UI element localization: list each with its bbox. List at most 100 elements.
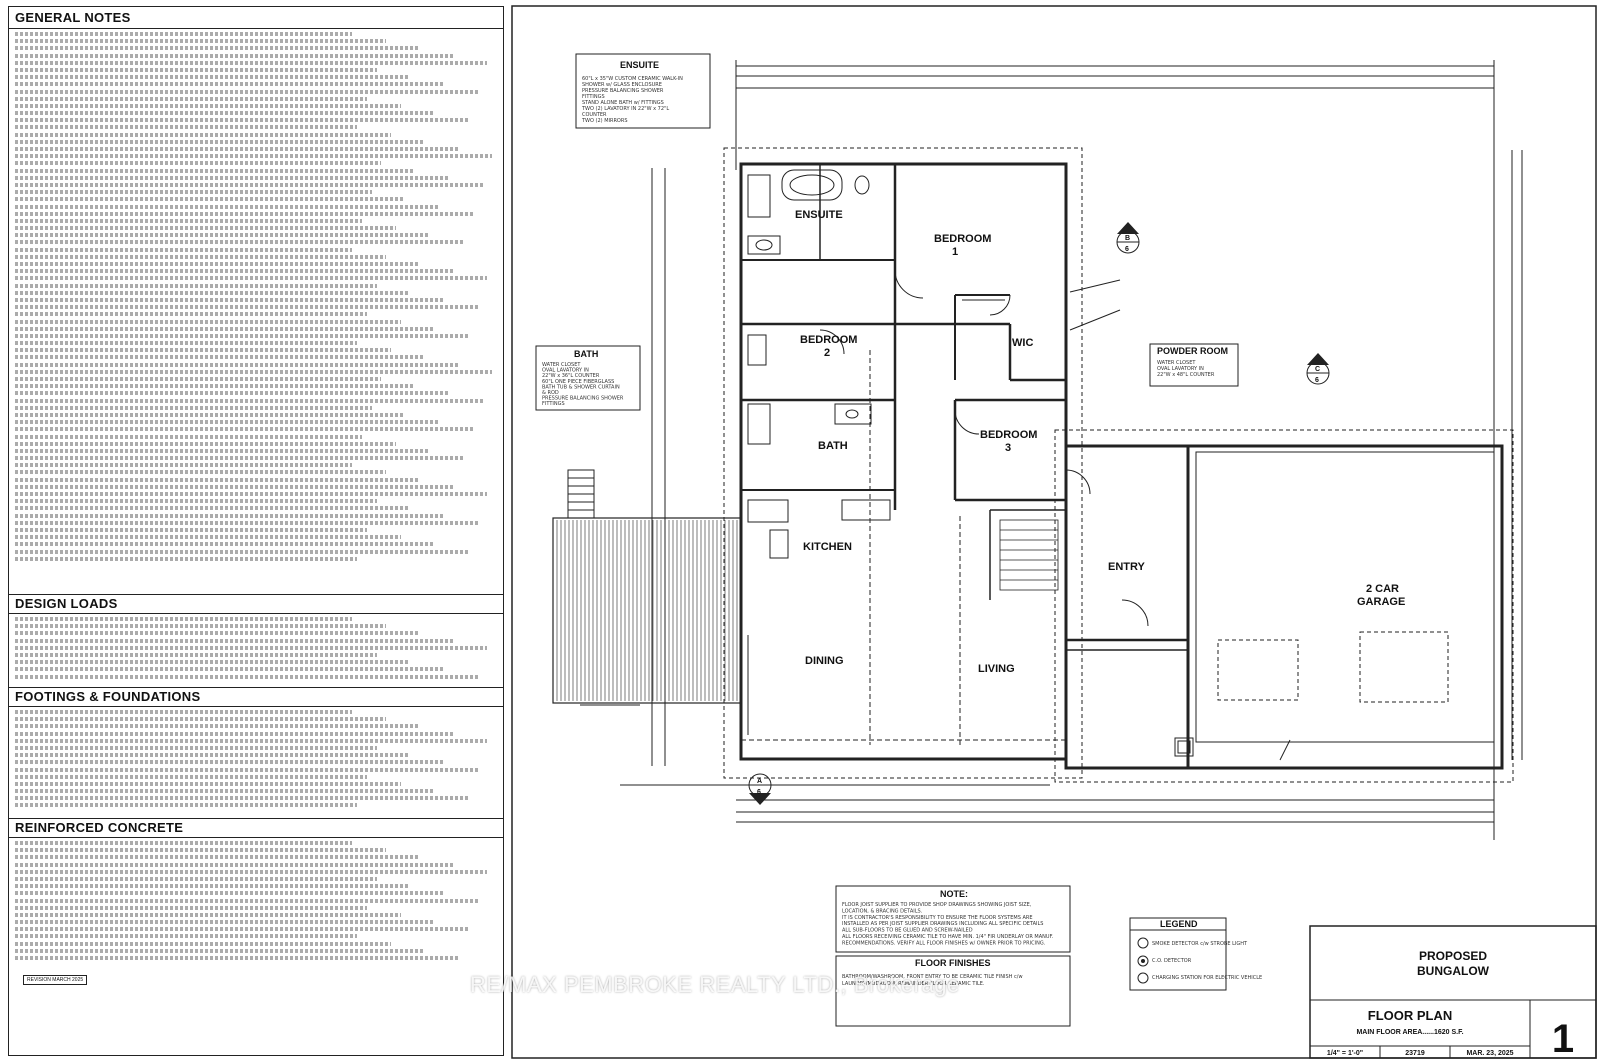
note-row: [15, 276, 488, 281]
design-loads-text: [15, 617, 497, 682]
note-row: [15, 118, 469, 123]
divider: [9, 687, 503, 688]
note-row: [15, 182, 483, 187]
footings-text: [15, 710, 497, 815]
floor-finishes-title: FLOOR FINISHES: [915, 958, 991, 968]
section-c-letter: C: [1315, 366, 1320, 373]
note-row: [15, 645, 488, 650]
ensuite-callout-line: TWO (2) MIRRORS: [581, 118, 628, 124]
note-row: [15, 333, 469, 338]
sheet-number: 1: [1552, 1017, 1574, 1061]
divider: [9, 28, 503, 29]
note-row: [15, 434, 363, 439]
floor-finishes-line: BATHROOM/WASHROOM, FRONT ENTRY TO BE CER…: [842, 974, 1023, 980]
note-row: [15, 175, 449, 180]
powder-room-line: WATER CLOSET: [1157, 360, 1196, 366]
note-line: RECOMMENDATIONS. VERIFY ALL FLOOR FINISH…: [842, 940, 1046, 946]
note-row: [15, 912, 401, 917]
note-row: [15, 111, 435, 116]
job-number: 23719: [1405, 1050, 1425, 1057]
note-row: [15, 617, 353, 621]
general-notes-title: GENERAL NOTES: [15, 10, 131, 25]
ensuite-callout-line: FITTINGS: [582, 94, 605, 100]
note-row: [15, 326, 435, 331]
section-b-letter: B: [1125, 235, 1130, 242]
concrete-text: [15, 841, 497, 971]
revision-label: REVISION MARCH 2025: [23, 975, 88, 985]
note-row: [15, 190, 372, 195]
note-row: [15, 319, 401, 324]
note-row: [15, 556, 358, 561]
powder-room-line: OVAL LAVATORY IN: [1157, 366, 1204, 372]
note-row: [15, 218, 363, 223]
room-bedroom-3-number: 3: [1005, 442, 1011, 454]
bath-callout-title: BATH: [574, 349, 598, 359]
bath-callout-line: 60"L ONE PIECE FIBERGLASS: [542, 379, 614, 385]
note-row: [15, 796, 469, 801]
room-bedroom-1-number: 1: [952, 246, 958, 258]
note-row: [15, 67, 377, 72]
note-row: [15, 204, 440, 209]
note-row: [15, 39, 387, 44]
powder-room-title: POWDER ROOM: [1157, 346, 1228, 356]
note-row: [15, 46, 420, 51]
bath-callout-line: PRESSURE BALANCING SHOWER: [542, 396, 624, 402]
note-row: [15, 631, 420, 636]
note-row: [15, 948, 425, 953]
note-row: [15, 262, 420, 266]
project-name-line-2: BUNGALOW: [1417, 964, 1490, 978]
note-row: [15, 456, 464, 461]
floor-area: MAIN FLOOR AREA......1620 S.F.: [1356, 1029, 1463, 1036]
note-row: [15, 448, 430, 453]
note-row: [15, 139, 425, 144]
note-row: [15, 147, 459, 151]
section-a-letter: A: [757, 778, 762, 785]
note-row: [15, 710, 353, 714]
bath-callout-line: & ROD: [542, 390, 559, 396]
note-row: [15, 398, 483, 403]
note-row: [15, 745, 377, 750]
note-row: [15, 477, 420, 482]
section-b-sheet: 6: [1125, 246, 1129, 253]
note-row: [15, 441, 396, 446]
note-row: [15, 82, 444, 87]
drawing-title: FLOOR PLAN: [1368, 1008, 1453, 1023]
room-bedroom-2-number: 2: [824, 347, 830, 359]
note-row: [15, 369, 493, 374]
note-row: [15, 132, 391, 137]
note-row: [15, 527, 367, 532]
note-row: [15, 898, 478, 903]
note-row: [15, 520, 478, 525]
note-row: [15, 240, 464, 245]
note-row: [15, 89, 478, 94]
design-loads-title: DESIGN LOADS: [15, 596, 118, 611]
note-row: [15, 674, 478, 679]
note-line: FLOOR JOIST SUPPLIER TO PROVIDE SHOP DRA…: [842, 902, 1032, 908]
note-row: [15, 470, 387, 475]
room-entry: ENTRY: [1108, 561, 1146, 573]
note-row: [15, 405, 372, 410]
note-row: [15, 233, 430, 238]
legend-title: LEGEND: [1160, 919, 1198, 929]
note-row: [15, 168, 416, 173]
note-row: [15, 891, 444, 896]
ensuite-callout-line: COUNTER: [582, 112, 607, 118]
ensuite-callout-line: 60"L x 35"W CUSTOM CERAMIC WALK-IN: [582, 76, 683, 82]
ensuite-callout-line: TWO (2) LAVATORY IN 22"W x 72"L: [581, 106, 669, 112]
bath-callout-line: WATER CLOSET: [542, 362, 581, 368]
note-row: [15, 103, 401, 108]
note-line: INSTALLED AS PER JOIST SUPPLIER DRAWINGS…: [842, 921, 1043, 927]
note-row: [15, 154, 493, 159]
legend-item-line: SMOKE DETECTOR c/w STROBE LIGHT: [1152, 941, 1248, 947]
note-row: [15, 760, 444, 765]
note-row: [15, 75, 411, 80]
ensuite-callout-title: ENSUITE: [620, 60, 659, 70]
note-row: [15, 624, 387, 629]
note-row: [15, 125, 358, 130]
note-row: [15, 492, 488, 496]
note-row: [15, 484, 454, 489]
note-row: [15, 412, 406, 417]
note-row: [15, 420, 440, 425]
